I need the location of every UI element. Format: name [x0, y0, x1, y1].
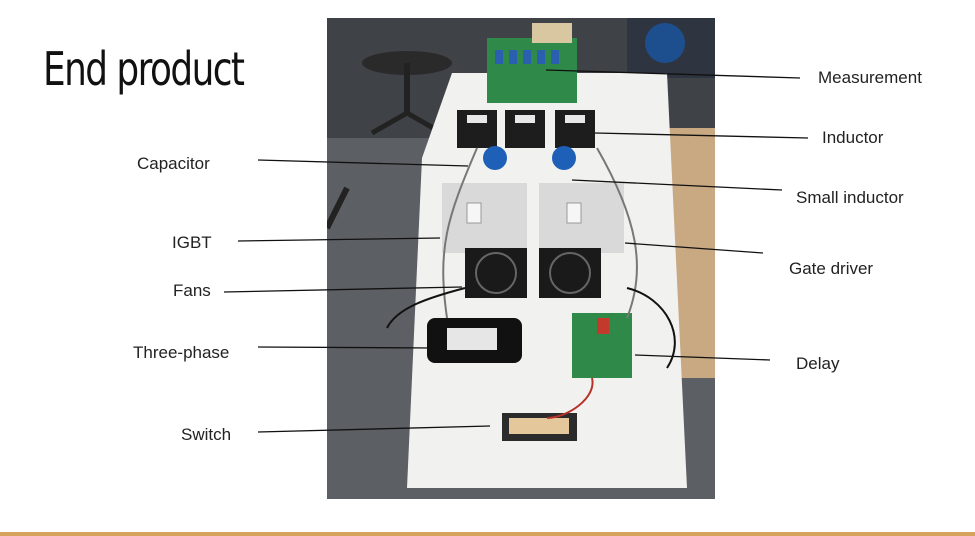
label-igbt: IGBT — [172, 233, 212, 252]
label-gate-driver: Gate driver — [789, 259, 874, 278]
label-inductor: Inductor — [822, 128, 884, 147]
label-delay: Delay — [796, 354, 840, 373]
product-photo — [327, 18, 715, 499]
slide-title: End product — [43, 42, 245, 96]
label-measurement: Measurement — [818, 68, 922, 87]
label-fans: Fans — [173, 281, 211, 300]
label-switch: Switch — [181, 425, 232, 444]
label-small-inductor: Small inductor — [796, 188, 904, 207]
label-capacitor: Capacitor — [137, 154, 210, 173]
label-three-phase: Three-phase — [133, 343, 230, 362]
footer-accent-bar — [0, 532, 975, 536]
